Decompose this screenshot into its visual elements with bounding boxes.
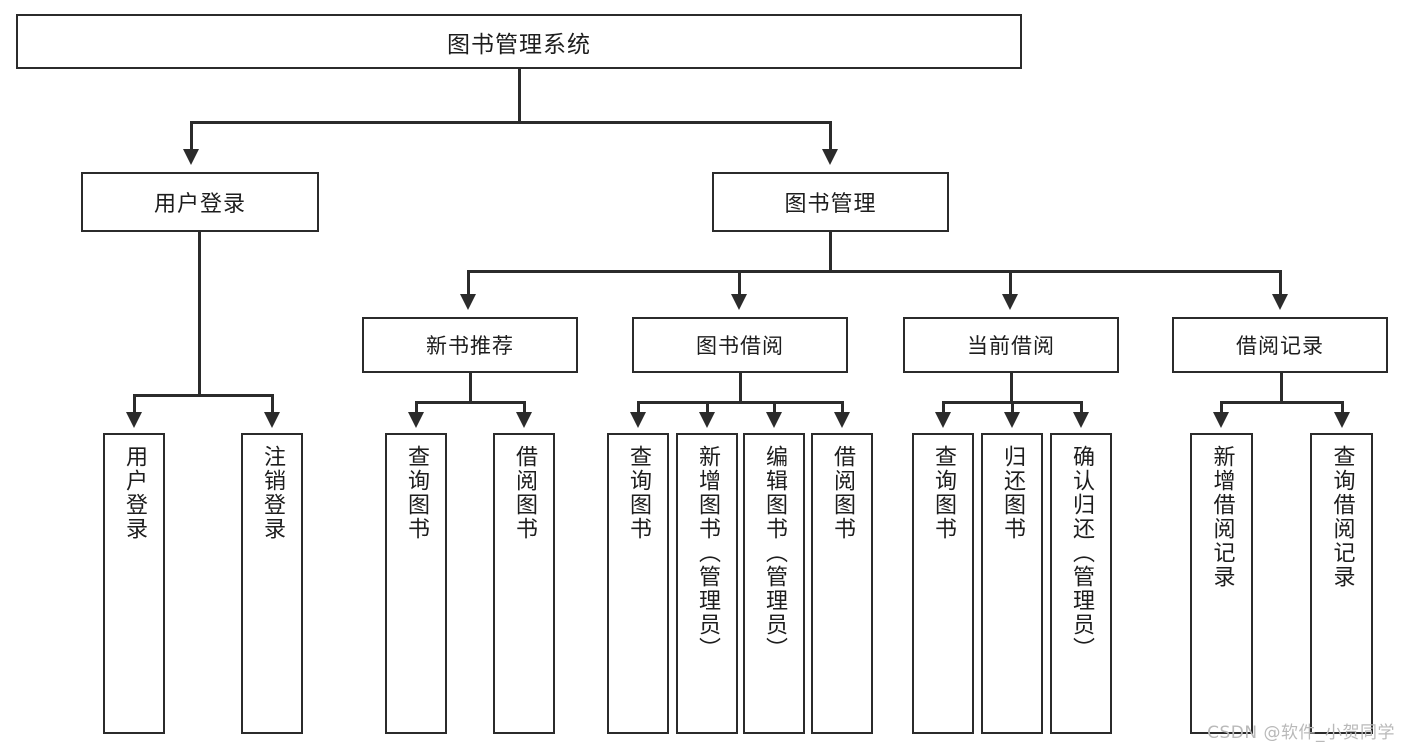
edge-user-login-bus bbox=[133, 394, 271, 397]
edge-root-to-book-manage bbox=[829, 121, 832, 149]
node-user-login[interactable]: 用户登录 bbox=[81, 172, 319, 232]
arrow-book-borrow-leaf-1 bbox=[630, 412, 646, 428]
leaf-user-login-1[interactable]: 用户登录 bbox=[103, 433, 165, 734]
edge-book-manage-drop-4 bbox=[1279, 270, 1282, 294]
node-borrow-record[interactable]: 借阅记录 bbox=[1172, 317, 1388, 373]
node-label: 查询图书 bbox=[625, 445, 651, 541]
edge-book-borrow-drop-1 bbox=[637, 401, 640, 412]
edge-book-borrow-drop-4 bbox=[841, 401, 844, 412]
node-label: 图书借阅 bbox=[696, 334, 784, 358]
edge-current-borrow-drop-2 bbox=[1011, 401, 1014, 412]
node-label: 借阅图书 bbox=[511, 445, 537, 541]
node-label: 当前借阅 bbox=[967, 334, 1055, 358]
arrow-borrow-record-leaf-1 bbox=[1213, 412, 1229, 428]
arrow-current-borrow-leaf-3 bbox=[1073, 412, 1089, 428]
edge-book-borrow-drop-2 bbox=[706, 401, 709, 412]
edge-new-book-drop-2 bbox=[523, 401, 526, 412]
edge-new-book-bus bbox=[415, 401, 523, 404]
node-label: 确认归还（管理员） bbox=[1068, 445, 1094, 661]
arrow-new-book-leaf-1 bbox=[408, 412, 424, 428]
leaf-current-borrow-1[interactable]: 查询图书 bbox=[912, 433, 974, 734]
arrow-book-manage-to-new-book bbox=[460, 294, 476, 310]
leaf-new-book-1[interactable]: 查询图书 bbox=[385, 433, 447, 734]
leaf-borrow-record-1[interactable]: 新增借阅记录 bbox=[1190, 433, 1253, 734]
edge-book-manage-bus bbox=[467, 270, 1279, 273]
edge-book-borrow-stem bbox=[739, 373, 742, 401]
leaf-book-borrow-3[interactable]: 编辑图书（管理员） bbox=[743, 433, 805, 734]
arrow-root-to-book-manage bbox=[822, 149, 838, 165]
edge-current-borrow-drop-1 bbox=[942, 401, 945, 412]
edge-new-book-stem bbox=[469, 373, 472, 401]
arrow-book-borrow-leaf-4 bbox=[834, 412, 850, 428]
edge-current-borrow-stem bbox=[1010, 373, 1013, 401]
edge-root-to-user-login bbox=[190, 121, 193, 149]
arrow-current-borrow-leaf-1 bbox=[935, 412, 951, 428]
edge-borrow-record-drop-2 bbox=[1341, 401, 1344, 412]
watermark-csdn: CSDN @软件_小贺同学 bbox=[1207, 723, 1395, 743]
leaf-book-borrow-2[interactable]: 新增图书（管理员） bbox=[676, 433, 738, 734]
edge-book-manage-drop-1 bbox=[467, 270, 470, 294]
edge-borrow-record-drop-1 bbox=[1220, 401, 1223, 412]
node-root-system[interactable]: 图书管理系统 bbox=[16, 14, 1022, 69]
edge-book-manage-stem bbox=[829, 232, 832, 270]
leaf-current-borrow-3[interactable]: 确认归还（管理员） bbox=[1050, 433, 1112, 734]
edge-user-login-stem bbox=[198, 232, 201, 394]
arrow-root-to-user-login bbox=[183, 149, 199, 165]
arrow-book-manage-to-book-borrow bbox=[731, 294, 747, 310]
node-label: 图书管理系统 bbox=[447, 31, 591, 58]
node-label: 编辑图书（管理员） bbox=[761, 445, 787, 661]
node-label: 归还图书 bbox=[999, 445, 1025, 541]
edge-new-book-drop-1 bbox=[415, 401, 418, 412]
leaf-borrow-record-2[interactable]: 查询借阅记录 bbox=[1310, 433, 1373, 734]
edge-borrow-record-stem bbox=[1280, 373, 1283, 401]
leaf-book-borrow-1[interactable]: 查询图书 bbox=[607, 433, 669, 734]
edge-root-bus bbox=[190, 121, 832, 124]
arrow-new-book-leaf-2 bbox=[516, 412, 532, 428]
node-label: 查询图书 bbox=[930, 445, 956, 541]
node-label: 查询借阅记录 bbox=[1329, 445, 1355, 589]
edge-root-stem bbox=[518, 69, 521, 121]
node-label: 借阅图书 bbox=[829, 445, 855, 541]
leaf-new-book-2[interactable]: 借阅图书 bbox=[493, 433, 555, 734]
node-label: 新增图书（管理员） bbox=[694, 445, 720, 661]
arrow-user-login-leaf-1 bbox=[126, 412, 142, 428]
node-label: 新书推荐 bbox=[426, 334, 514, 358]
node-current-borrow[interactable]: 当前借阅 bbox=[903, 317, 1119, 373]
node-label: 借阅记录 bbox=[1236, 334, 1324, 358]
edge-book-manage-drop-3 bbox=[1009, 270, 1012, 294]
node-book-borrow[interactable]: 图书借阅 bbox=[632, 317, 848, 373]
edge-book-manage-drop-2 bbox=[738, 270, 741, 294]
arrow-book-manage-to-current-borrow bbox=[1002, 294, 1018, 310]
edge-book-borrow-drop-3 bbox=[773, 401, 776, 412]
arrow-current-borrow-leaf-2 bbox=[1004, 412, 1020, 428]
node-label: 用户登录 bbox=[121, 445, 147, 541]
node-book-manage[interactable]: 图书管理 bbox=[712, 172, 949, 232]
leaf-book-borrow-4[interactable]: 借阅图书 bbox=[811, 433, 873, 734]
arrow-user-login-leaf-2 bbox=[264, 412, 280, 428]
node-new-book-recommend[interactable]: 新书推荐 bbox=[362, 317, 578, 373]
edge-user-login-drop-2 bbox=[271, 394, 274, 412]
edge-user-login-drop-1 bbox=[133, 394, 136, 412]
node-label: 新增借阅记录 bbox=[1209, 445, 1235, 589]
node-label: 注销登录 bbox=[259, 445, 285, 541]
edge-borrow-record-bus bbox=[1220, 401, 1341, 404]
arrow-book-borrow-leaf-3 bbox=[766, 412, 782, 428]
arrow-book-manage-to-borrow-record bbox=[1272, 294, 1288, 310]
edge-book-borrow-bus bbox=[637, 401, 844, 404]
node-label: 查询图书 bbox=[403, 445, 429, 541]
edge-current-borrow-drop-3 bbox=[1080, 401, 1083, 412]
arrow-book-borrow-leaf-2 bbox=[699, 412, 715, 428]
node-label: 图书管理 bbox=[784, 192, 877, 217]
leaf-current-borrow-2[interactable]: 归还图书 bbox=[981, 433, 1043, 734]
arrow-borrow-record-leaf-2 bbox=[1334, 412, 1350, 428]
node-label: 用户登录 bbox=[153, 192, 246, 217]
leaf-user-login-2[interactable]: 注销登录 bbox=[241, 433, 303, 734]
